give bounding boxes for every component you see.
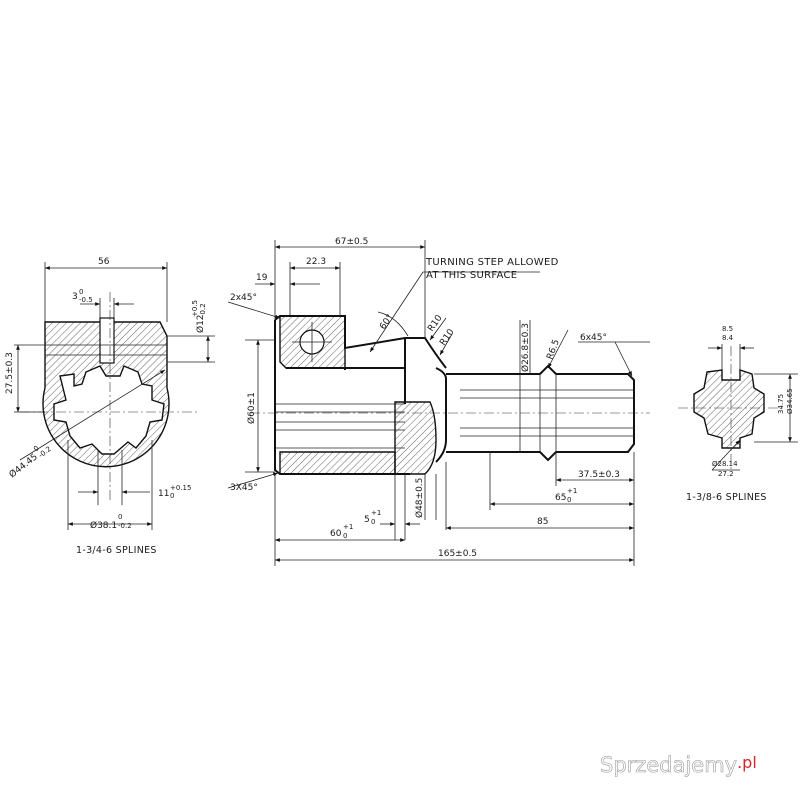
right-end-view: 8.5 8.4 34.75 Ø34.65 Ø28.14 27.2 1-3/8-6… [678,325,798,503]
dim-inner-diameter: Ø38.1 [90,520,117,531]
dim-keyway-sup: +0.5 [191,300,199,317]
dim-outer-sub: -0.2 [37,445,53,460]
dim-width-56: 56 [98,257,110,267]
dim-height-27-5: 27.5±0.3 [5,352,15,394]
dim-chamfer-right: 6x45° [580,333,607,343]
dim-65-base: 65 [555,493,566,503]
dim-5-sub: 0 [371,518,375,526]
watermark-text: Sprzedajemy.pl [600,753,757,777]
right-view-label: 1-3/8-6 SPLINES [686,492,767,503]
dim-22-3: 22.3 [306,257,326,267]
dim-8-5: 8.5 [722,325,733,333]
dim-165: 165±0.5 [438,549,477,559]
dim-60-sup: +1 [343,523,353,531]
main-side-view: TURNING STEP ALLOWED AT THIS SURFACE 67±… [227,237,650,566]
dim-26-8: Ø26.8±0.3 [520,323,531,372]
dim-chamfer-top: 2x45° [230,293,257,303]
dim-keyway-sub: -0.2 [199,303,207,317]
dim-inner-sup: 0 [118,513,122,521]
dim-r10-b: R10 [438,327,457,347]
dim-34-75: 34.75 [777,394,785,414]
dim-48: Ø48±0.5 [414,478,425,518]
dim-spline-sub: 0 [170,492,174,500]
dim-27-2: 27.2 [718,470,734,478]
dim-outer-diameter: Ø44.45 [7,451,40,480]
dim-angle-60: 60° [378,313,395,332]
dim-34-65: Ø34.65 [786,388,794,414]
watermark-suffix: .pl [737,753,757,772]
dim-inner-sub: -0.2 [118,522,132,530]
note-line-1: TURNING STEP ALLOWED [425,257,559,268]
dim-37-5: 37.5±0.3 [578,470,620,480]
dim-65-sub: 0 [567,496,571,504]
dim-5-base: 5 [364,515,370,525]
dim-slot-sub: -0.5 [79,296,93,304]
dim-67: 67±0.5 [335,237,368,247]
dim-28-14: Ø28.14 [712,460,738,468]
note-line-2: AT THIS SURFACE [426,270,517,281]
left-end-view: 56 3 0 -0.5 Ø12 +0.5 -0.2 27.5±0.3 Ø44.4… [5,257,215,556]
dim-r6-5: R6.5 [545,338,561,361]
watermark-logo: Sprzedajemy.pl [600,753,757,778]
dim-slot-base: 3 [72,292,78,302]
dim-19: 19 [256,273,268,283]
dim-keyway-base: Ø12 [195,314,206,333]
dim-spline-11: 11 [158,489,169,499]
dim-outer-sup: 0 [32,444,40,453]
dim-65-sup: +1 [567,487,577,495]
dim-85: 85 [537,517,548,527]
dim-60-sub: 0 [343,532,347,540]
dim-slot-sup: 0 [79,288,83,296]
dim-60-base: 60 [330,529,342,539]
dim-5-sup: +1 [371,509,381,517]
dim-8-4: 8.4 [722,334,734,342]
dim-60-dia: Ø60±1 [246,392,257,424]
dim-chamfer-bottom: 3X45° [230,483,258,493]
dim-spline-sup: +0.15 [170,484,191,492]
left-view-label: 1-3/4-6 SPLINES [76,545,157,556]
